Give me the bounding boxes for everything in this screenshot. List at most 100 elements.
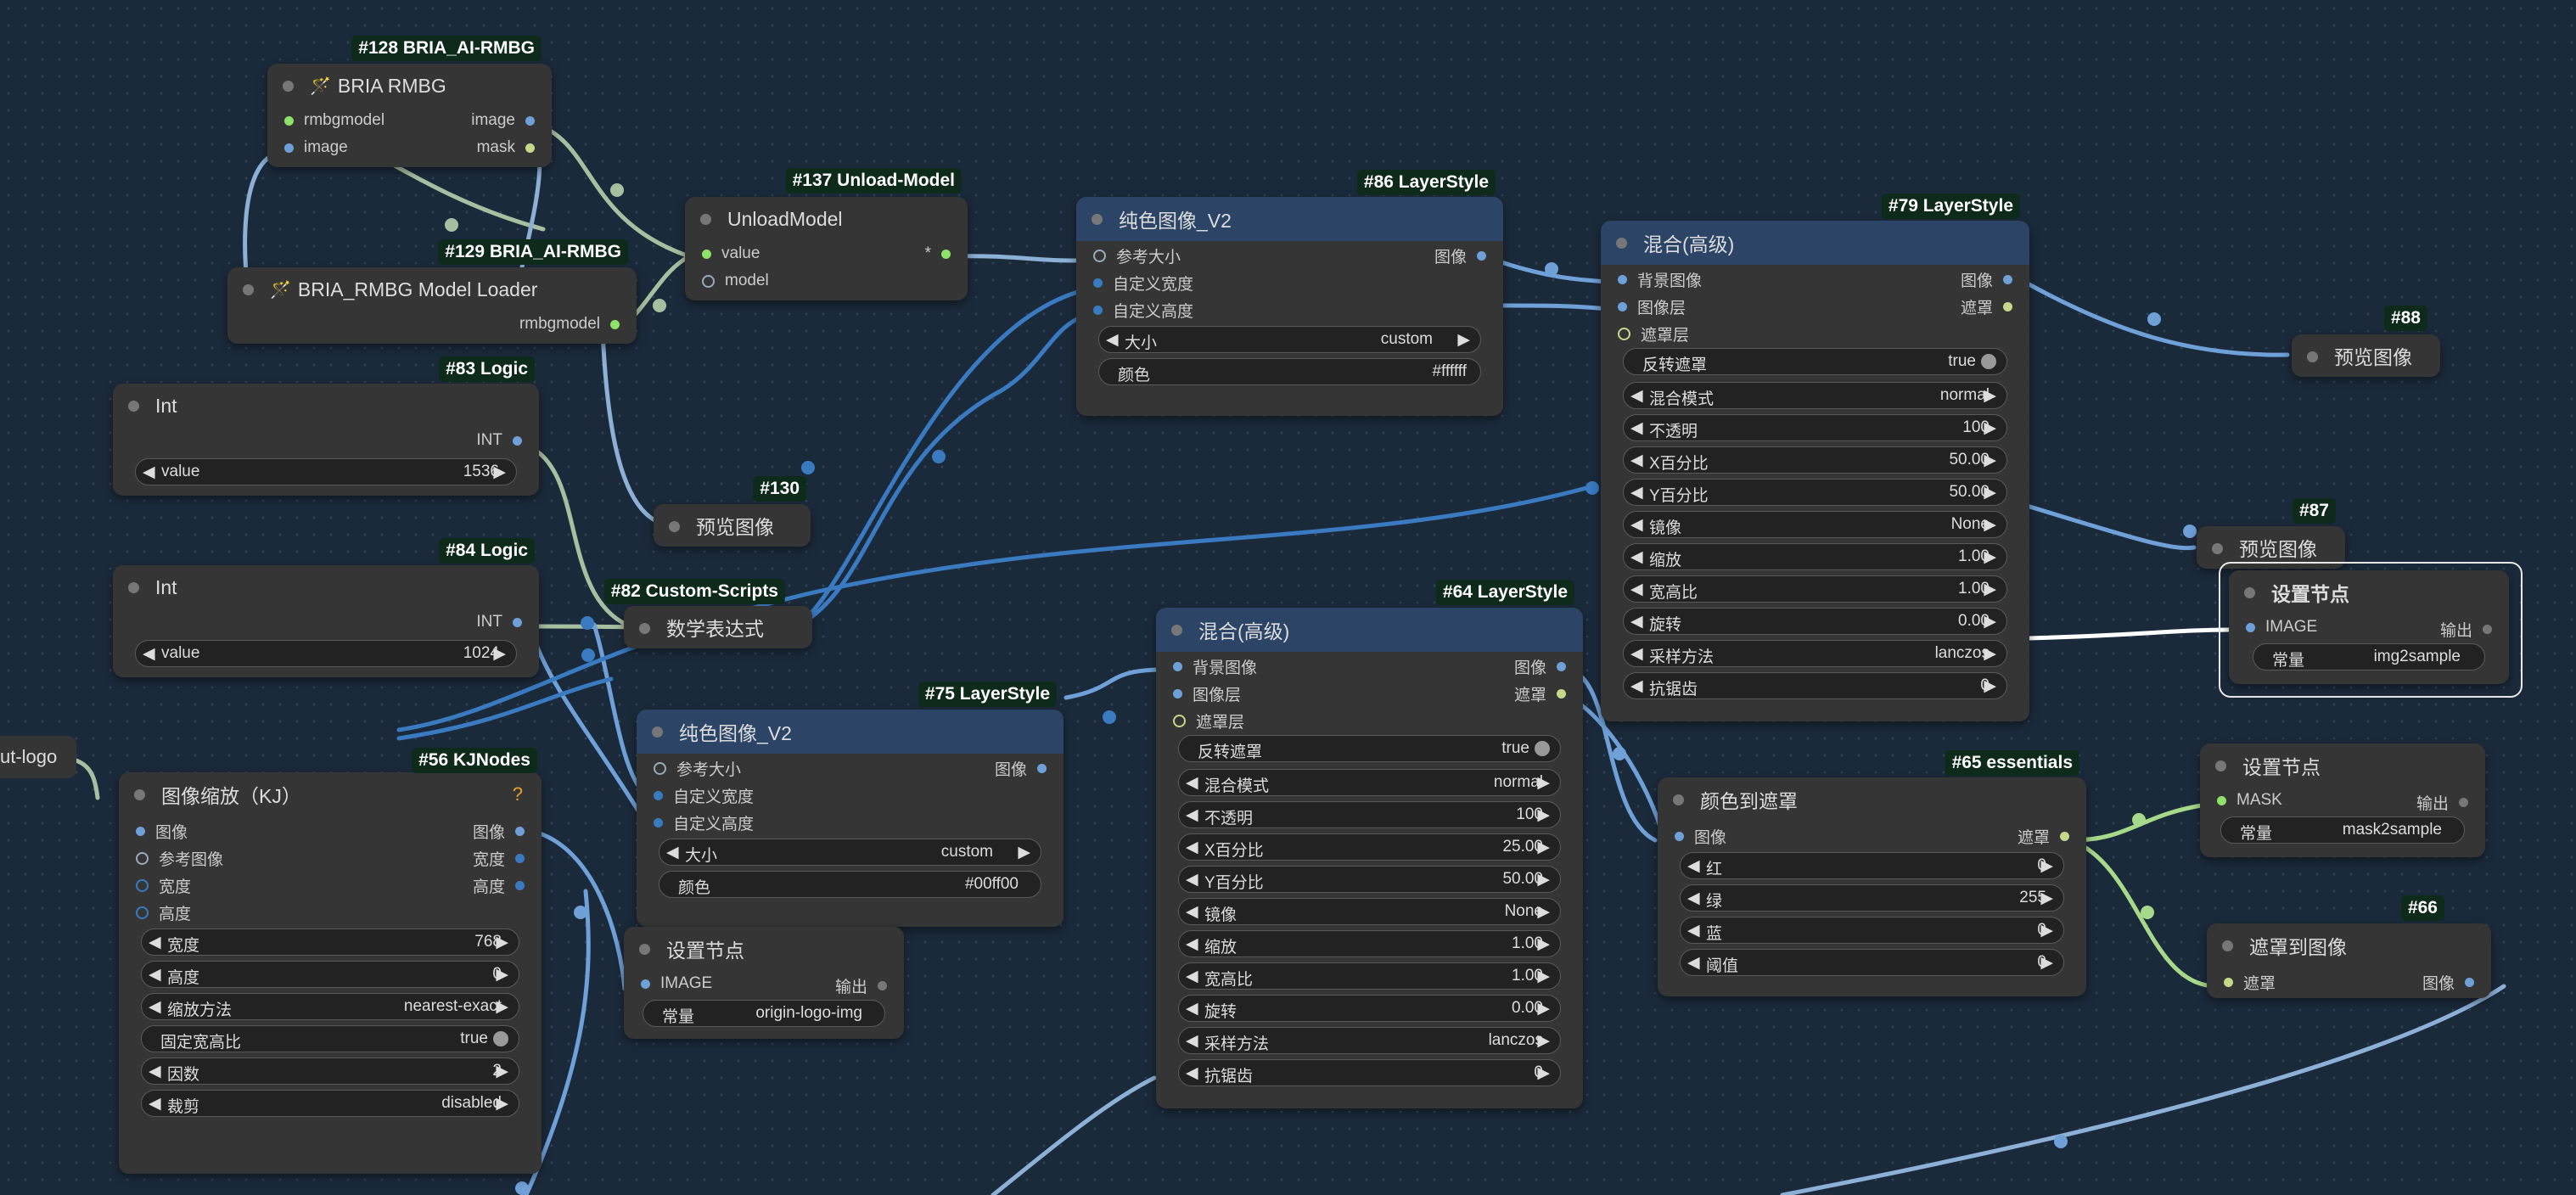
node-header[interactable]: 预览图像 xyxy=(654,504,811,547)
collapse-dot[interactable] xyxy=(2307,351,2318,362)
node-preview-130[interactable]: 预览图像 xyxy=(654,504,811,547)
node-header[interactable]: 混合(高级) xyxy=(1601,221,2029,265)
decrement-arrow-icon[interactable]: ◀ xyxy=(1630,581,1643,598)
decrement-arrow-icon[interactable]: ◀ xyxy=(149,1095,161,1113)
collapse-dot[interactable] xyxy=(128,582,139,593)
increment-arrow-icon[interactable]: ▶ xyxy=(1537,774,1550,792)
collapse-dot[interactable] xyxy=(2222,940,2233,951)
increment-arrow-icon[interactable]: ▶ xyxy=(2040,857,2053,875)
node-preview-88[interactable]: 预览图像 xyxy=(2292,334,2440,377)
decrement-arrow-icon[interactable]: ◀ xyxy=(1687,857,1700,875)
collapse-dot[interactable] xyxy=(1171,625,1182,636)
collapse-dot[interactable] xyxy=(1092,214,1103,225)
node-header[interactable]: 设置节点 xyxy=(2229,570,2509,614)
input-socket-layer[interactable] xyxy=(1173,689,1182,698)
increment-arrow-icon[interactable]: ▶ xyxy=(1537,871,1550,889)
decrement-arrow-icon[interactable]: ◀ xyxy=(1630,677,1643,695)
increment-arrow-icon[interactable]: ▶ xyxy=(1537,903,1550,921)
decrement-arrow-icon[interactable]: ◀ xyxy=(1630,452,1643,469)
next-arrow-icon[interactable]: ▶ xyxy=(1457,331,1470,349)
output-socket-image[interactable] xyxy=(1557,662,1566,671)
increment-arrow-icon[interactable]: ▶ xyxy=(1984,419,1996,437)
node-header[interactable]: 遮罩到图像 xyxy=(2207,923,2491,968)
next-arrow-icon[interactable]: ▶ xyxy=(1018,844,1030,861)
node-header[interactable]: 🪄BRIA_RMBG Model Loader xyxy=(227,267,637,311)
input-socket-model[interactable] xyxy=(702,274,715,288)
collapse-dot[interactable] xyxy=(2244,587,2255,598)
increment-arrow-icon[interactable]: ▶ xyxy=(1984,677,1996,695)
input-socket-width[interactable] xyxy=(654,791,663,800)
decrement-arrow-icon[interactable]: ◀ xyxy=(1630,613,1643,631)
decrement-arrow-icon[interactable]: ◀ xyxy=(1186,871,1198,889)
node-header[interactable]: 纯色图像_V2 xyxy=(1076,197,1503,241)
increment-arrow-icon[interactable]: ▶ xyxy=(493,463,506,481)
decrement-arrow-icon[interactable]: ◀ xyxy=(143,645,155,663)
decrement-arrow-icon[interactable]: ◀ xyxy=(1630,387,1643,405)
increment-arrow-icon[interactable]: ▶ xyxy=(1537,968,1550,985)
increment-arrow-icon[interactable]: ▶ xyxy=(496,934,508,951)
decrement-arrow-icon[interactable]: ◀ xyxy=(1186,1064,1198,1082)
input-socket-mask-layer[interactable] xyxy=(1618,328,1630,340)
input-socket-image[interactable] xyxy=(641,979,650,989)
output-socket-image[interactable] xyxy=(525,115,535,126)
decrement-arrow-icon[interactable]: ◀ xyxy=(149,934,161,951)
collapse-dot[interactable] xyxy=(2215,760,2226,771)
decrement-arrow-icon[interactable]: ◀ xyxy=(149,1063,161,1080)
output-socket-int[interactable] xyxy=(513,435,522,446)
decrement-arrow-icon[interactable]: ◀ xyxy=(1186,774,1198,792)
increment-arrow-icon[interactable]: ▶ xyxy=(1984,516,1996,534)
increment-arrow-icon[interactable]: ▶ xyxy=(1537,806,1550,824)
toggle-knob[interactable] xyxy=(493,1030,508,1046)
output-socket-int[interactable] xyxy=(513,617,522,627)
input-socket-image[interactable] xyxy=(136,827,145,836)
node-header[interactable]: 图像缩放（KJ）? xyxy=(119,772,542,816)
toggle-knob[interactable] xyxy=(1981,353,1996,369)
input-socket-rmbgmodel[interactable] xyxy=(284,115,294,126)
collapse-dot[interactable] xyxy=(283,81,294,92)
input-socket-background[interactable] xyxy=(1173,662,1182,671)
output-socket[interactable] xyxy=(2483,625,2492,634)
output-socket-rmbgmodel[interactable] xyxy=(610,319,620,329)
increment-arrow-icon[interactable]: ▶ xyxy=(496,966,508,984)
decrement-arrow-icon[interactable]: ◀ xyxy=(1186,1000,1198,1018)
output-socket[interactable] xyxy=(2459,798,2468,807)
decrement-arrow-icon[interactable]: ◀ xyxy=(1687,889,1700,907)
collapse-dot[interactable] xyxy=(134,789,145,800)
input-socket-height[interactable] xyxy=(654,818,663,828)
increment-arrow-icon[interactable]: ▶ xyxy=(2040,889,2053,907)
increment-arrow-icon[interactable]: ▶ xyxy=(1984,581,1996,598)
output-socket-mask[interactable] xyxy=(1557,689,1566,698)
increment-arrow-icon[interactable]: ▶ xyxy=(496,1095,508,1113)
prev-arrow-icon[interactable]: ◀ xyxy=(666,844,679,861)
output-socket-any[interactable] xyxy=(941,249,951,259)
input-socket-ref-image[interactable] xyxy=(136,852,149,865)
collapse-dot[interactable] xyxy=(669,521,680,532)
collapse-dot[interactable] xyxy=(1616,238,1627,249)
node-header[interactable]: 预览图像 xyxy=(2292,334,2440,377)
collapse-dot[interactable] xyxy=(243,284,254,295)
input-socket-layer[interactable] xyxy=(1618,302,1627,311)
node-math-expression[interactable]: 数学表达式 xyxy=(624,606,812,648)
output-socket[interactable] xyxy=(878,981,887,990)
